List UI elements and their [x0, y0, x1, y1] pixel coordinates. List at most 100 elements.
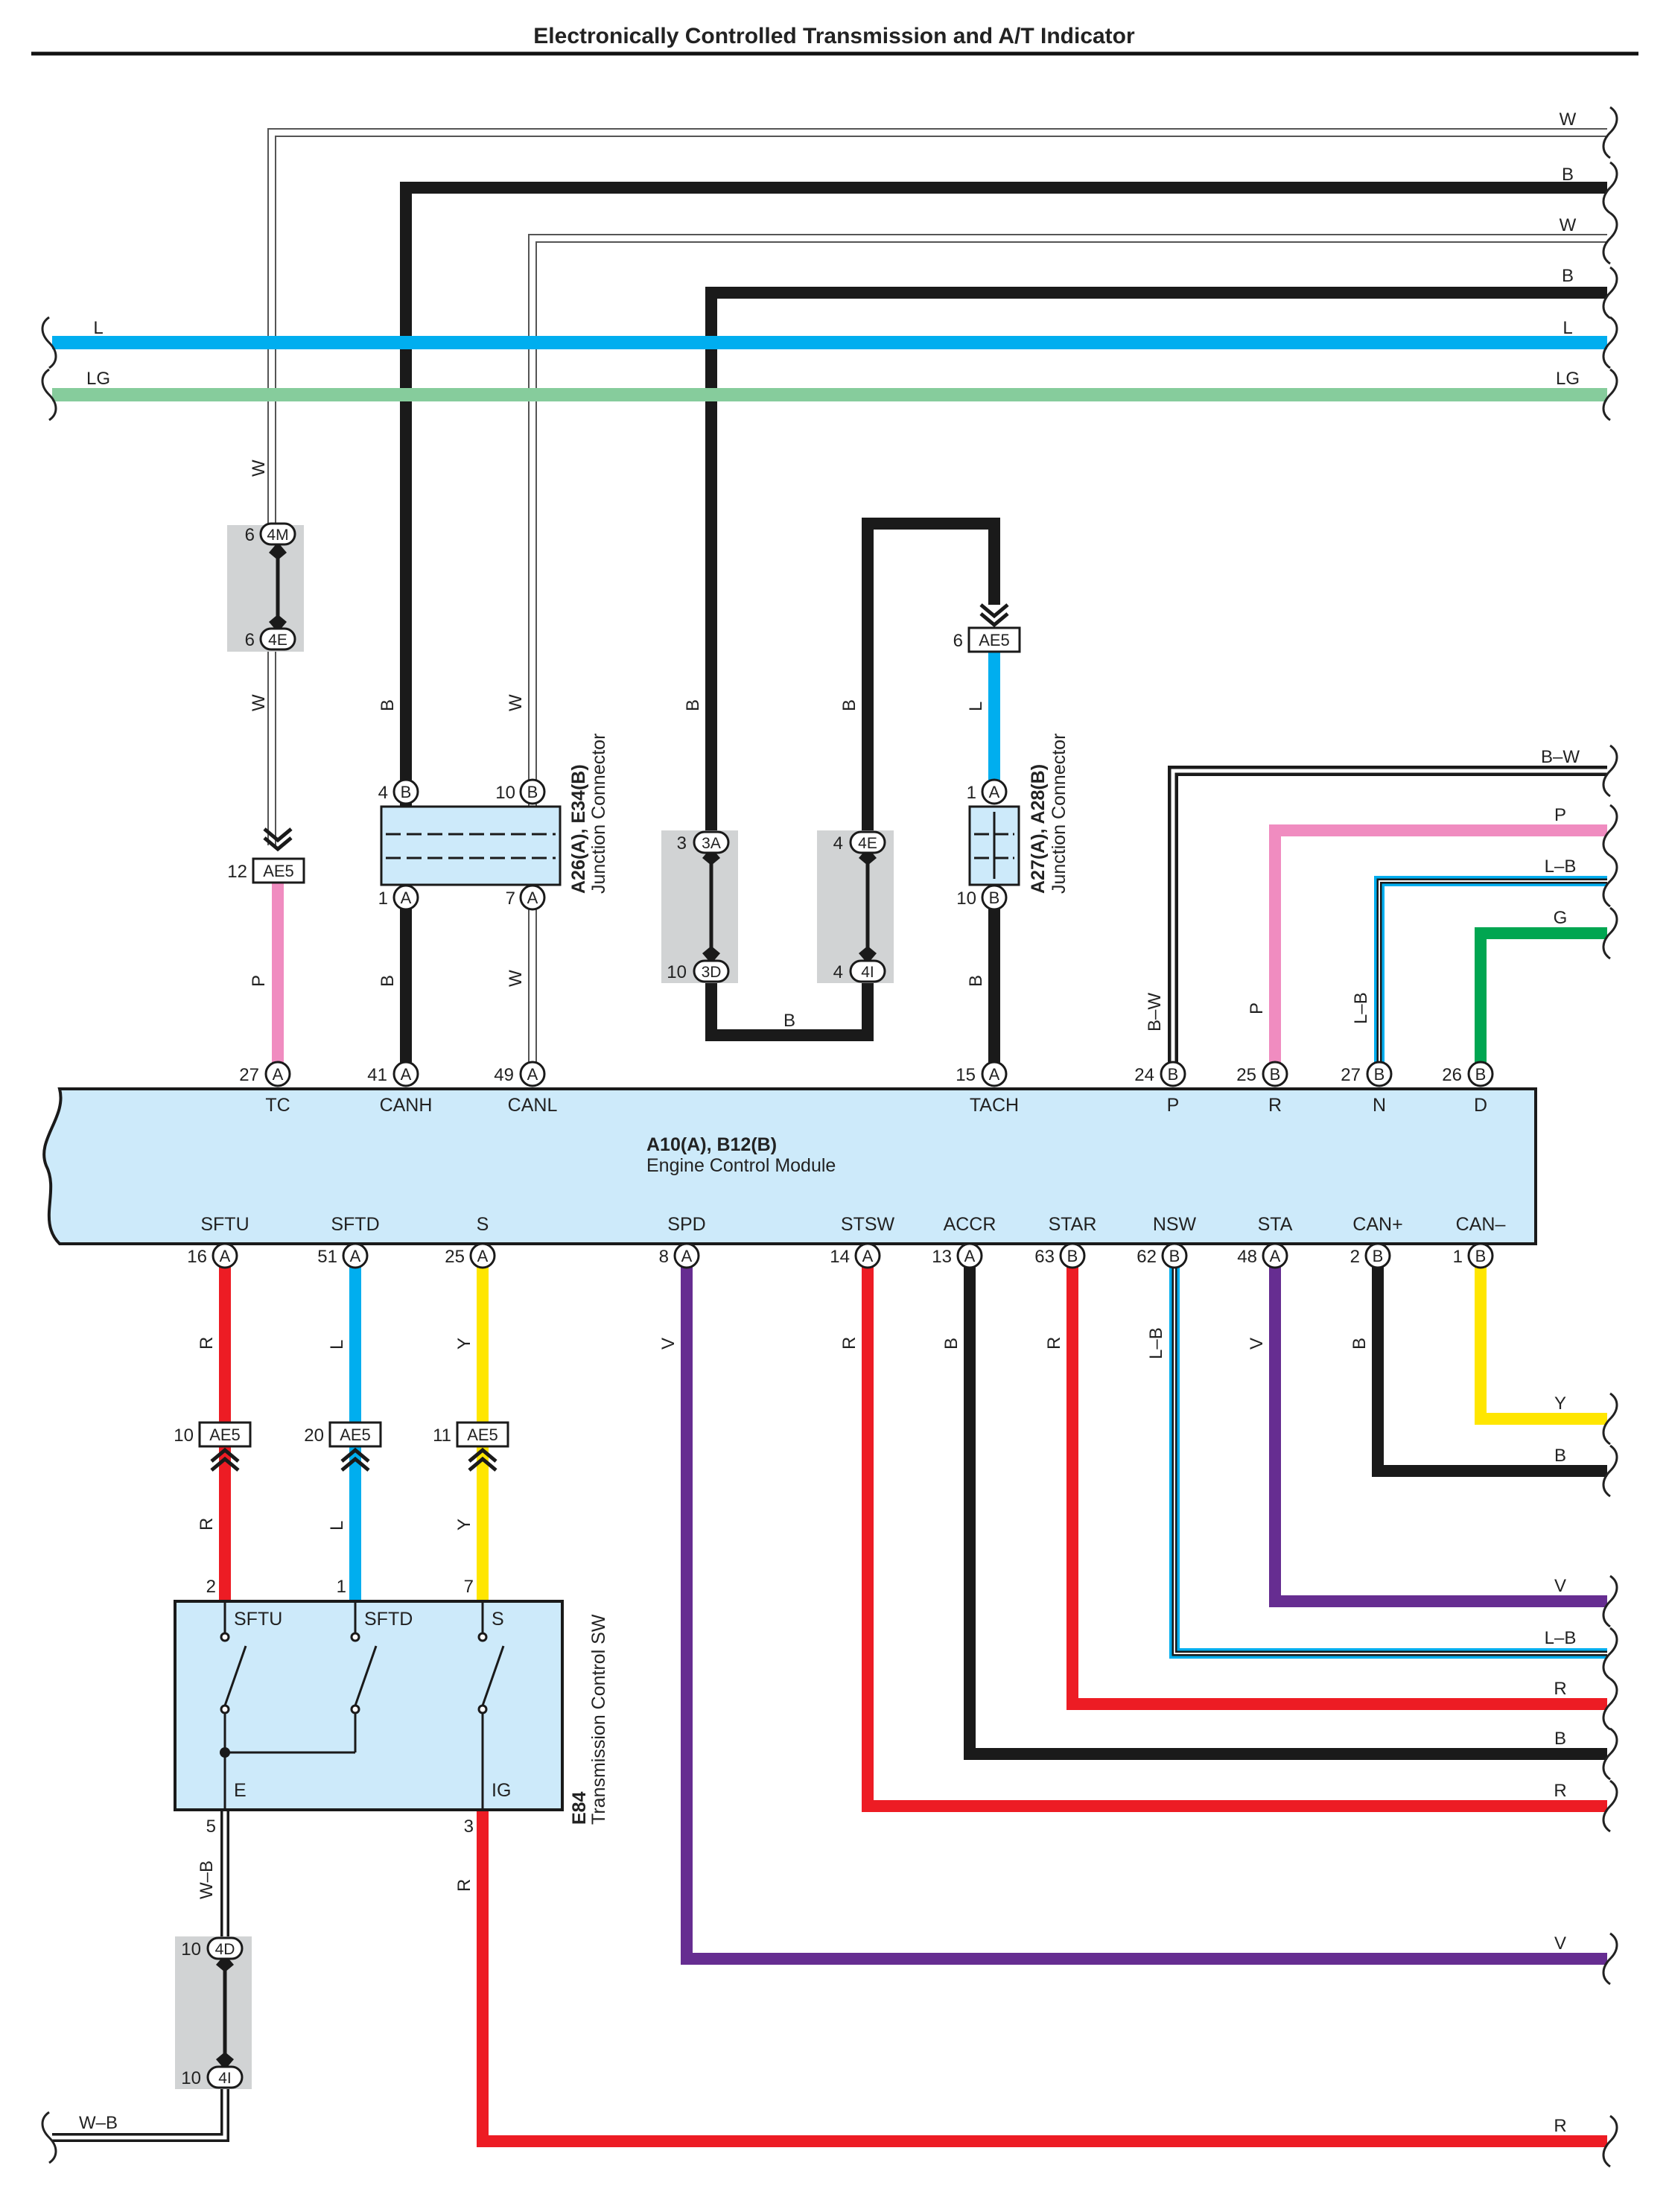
- splice-conn: 4M: [267, 527, 288, 544]
- terminal-signal: P: [1167, 1095, 1180, 1116]
- ecm-terminal: B 26 D: [1442, 1061, 1494, 1116]
- junction-pin: 7: [506, 889, 515, 909]
- ecm-terminal: B 27 N: [1341, 1061, 1393, 1116]
- terminal-conn: A: [273, 1065, 284, 1084]
- transmission-control-switch: 2 1 7 5 3 SFTU SFTD S E IG: [174, 1577, 609, 1837]
- edge-wire-label: B–W: [1541, 747, 1580, 767]
- splice-conn: 4D: [215, 1941, 235, 1958]
- terminal-pin: 26: [1442, 1065, 1462, 1085]
- junction-connector-a27: A 1 B 10 A27(A), A28(B) Junction Connect…: [956, 734, 1069, 911]
- splice-conn: 4I: [218, 2070, 232, 2087]
- terminal-pin: 15: [956, 1065, 976, 1085]
- terminal-conn: B: [1270, 1065, 1281, 1084]
- switch-terminal-label: E: [234, 1780, 247, 1801]
- wire-label: W: [249, 460, 269, 477]
- wire-color-labels: W W P B B W W B B B L B B–W P L–B R R L …: [197, 460, 1371, 1899]
- wire-y-canm: [1475, 1259, 1607, 1425]
- ecm-terminal: STSW A 14: [830, 1214, 895, 1269]
- junction-pin-conn: A: [989, 783, 1000, 801]
- ecm-terminal: STA A 48: [1237, 1214, 1293, 1269]
- terminal-signal: R: [1268, 1095, 1282, 1116]
- wire-label: R: [197, 1518, 217, 1531]
- junction-desc: Junction Connector: [1049, 734, 1069, 894]
- splice-pin: 10: [181, 1939, 201, 1960]
- wire-bw-p: [1168, 766, 1607, 1072]
- switch-terminal-label: S: [492, 1609, 504, 1630]
- wire-label: R: [454, 1879, 474, 1892]
- edge-wire-label: W: [1560, 215, 1577, 235]
- ecm-terminal: A 15 TACH: [956, 1061, 1019, 1116]
- terminal-pin: 16: [187, 1247, 207, 1267]
- junction-pin-conn: A: [527, 889, 538, 907]
- terminal-pin: 8: [659, 1247, 669, 1267]
- edge-wire-label: W: [1560, 109, 1577, 130]
- splice-conn: 3A: [702, 835, 721, 852]
- wire-label: W: [506, 694, 526, 711]
- terminal-signal: SFTD: [331, 1214, 379, 1235]
- terminal-pin: 63: [1034, 1247, 1055, 1267]
- ecm-terminal: A 27 TC: [239, 1061, 291, 1116]
- ecm-terminal: B 25 R: [1236, 1061, 1288, 1116]
- wire-label: L: [327, 1340, 347, 1350]
- wire-label: B: [378, 975, 398, 987]
- ecm-terminal: B 24 P: [1134, 1061, 1186, 1116]
- wire-v-spd: [681, 1259, 1607, 1965]
- wire-r-star: [1066, 1259, 1607, 1710]
- junction-desc: Junction Connector: [588, 734, 609, 894]
- terminal-conn: B: [1373, 1247, 1384, 1265]
- junction-name: A26(A), E34(B): [568, 764, 589, 894]
- terminal-conn: A: [350, 1247, 361, 1265]
- splice-4e-4i: 4E 4 4I 4: [817, 830, 894, 983]
- wire-label: L: [966, 702, 986, 711]
- splice-pin: 10: [667, 962, 687, 982]
- terminal-signal: ACCR: [944, 1214, 996, 1235]
- ecm-terminal: SPD A 8: [659, 1214, 706, 1269]
- terminal-conn: B: [1169, 1247, 1180, 1265]
- terminal-pin: 49: [494, 1065, 514, 1085]
- wire-label: B: [839, 699, 859, 711]
- ecm-terminal: A 41 CANH: [367, 1061, 433, 1116]
- wire-v-sta: [1269, 1259, 1607, 1607]
- splice-3a-3d: 3A 3 3D 10: [661, 830, 738, 983]
- wire-label: W: [249, 694, 269, 711]
- terminal-signal: CANH: [380, 1095, 433, 1116]
- wire-label: V: [658, 1338, 678, 1350]
- ecm-terminal: CAN+ B 2: [1350, 1214, 1403, 1269]
- terminal-conn: A: [220, 1247, 231, 1265]
- edge-wire-label: W–B: [79, 2113, 118, 2133]
- junction-pin: 10: [495, 783, 515, 803]
- terminal-signal: D: [1474, 1095, 1487, 1116]
- terminal-conn: A: [527, 1065, 538, 1084]
- terminal-pin: 13: [932, 1247, 952, 1267]
- splice-conn: 4E: [858, 835, 877, 852]
- terminal-pin: 48: [1237, 1247, 1257, 1267]
- edge-wire-label: L: [1562, 318, 1572, 338]
- terminal-pin: 24: [1134, 1065, 1154, 1085]
- terminal-conn: B: [1475, 1065, 1487, 1084]
- edge-wire-label: B: [1554, 1729, 1566, 1749]
- terminal-signal: SPD: [667, 1214, 705, 1235]
- edge-wire-label: V: [1554, 1576, 1566, 1596]
- terminal-conn: A: [477, 1247, 489, 1265]
- junction-connector-a26: B 4 B 10 A 1 A 7 A26(A), E34(B) Junction…: [378, 734, 609, 911]
- ecm-terminal: NSW B 62: [1136, 1214, 1197, 1269]
- engine-control-module: A10(A), B12(B) Engine Control Module: [42, 1087, 1537, 1245]
- terminal-conn: A: [989, 1065, 1000, 1084]
- splice-4d-4i: 4D 10 4I 10: [175, 1936, 252, 2089]
- edge-wire-label: R: [1554, 2116, 1566, 2136]
- switch-name: E84: [569, 1791, 590, 1825]
- connector-ae5-s: AE5 11: [433, 1421, 509, 1472]
- terminal-conn: B: [1067, 1247, 1078, 1265]
- wire-label: B: [941, 1338, 961, 1350]
- wire-label: B: [966, 975, 986, 987]
- switch-pin: 1: [337, 1577, 346, 1597]
- wire-r-stsw: [862, 1259, 1607, 1812]
- wire-label: B: [1349, 1338, 1370, 1350]
- junction-pin-conn: B: [401, 783, 412, 801]
- terminal-pin: 27: [1341, 1065, 1361, 1085]
- ecm-terminal: CAN– B 1: [1453, 1214, 1505, 1269]
- terminal-pin: 62: [1136, 1247, 1157, 1267]
- wire-label: L: [327, 1521, 347, 1531]
- edge-wire-label: R: [1554, 1781, 1566, 1801]
